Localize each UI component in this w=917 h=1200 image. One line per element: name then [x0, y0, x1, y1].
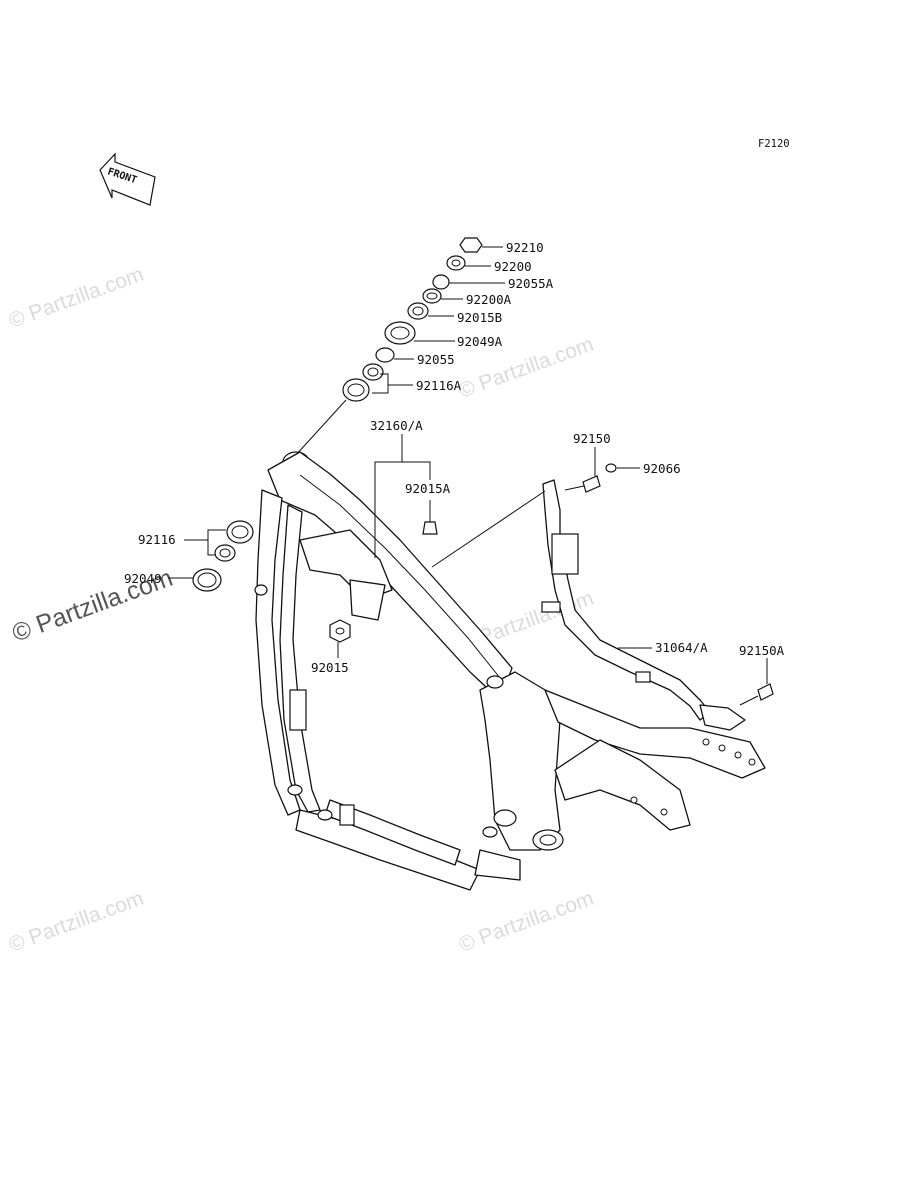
label-92150: 92150: [573, 431, 611, 446]
label-92116A: 92116A: [416, 378, 462, 393]
label-92116: 92116: [138, 532, 176, 547]
main-frame: [254, 451, 766, 891]
watermark: © Partzilla.com: [6, 263, 147, 333]
label-92015B: 92015B: [457, 310, 502, 325]
front-arrow-icon: FRONT: [99, 152, 156, 206]
watermark: © Partzilla.com: [456, 887, 597, 957]
watermark: © Partzilla.com: [6, 887, 147, 957]
frame-callouts: [329, 434, 438, 658]
label-92150A: 92150A: [739, 643, 785, 658]
label-92066: 92066: [643, 461, 681, 476]
watermark: © Partzilla.com: [460, 0, 601, 7]
label-92055A: 92055A: [508, 276, 554, 291]
label-92055: 92055: [417, 352, 455, 367]
part-labels: 92210 92200 92055A 92200A 92015B 92049A …: [124, 240, 785, 675]
label-32160A: 32160/A: [370, 418, 423, 433]
nut-92210: [459, 237, 483, 253]
label-92049: 92049: [124, 571, 162, 586]
label-92200A: 92200A: [466, 292, 512, 307]
label-92049A: 92049A: [457, 334, 503, 349]
label-92015: 92015: [311, 660, 349, 675]
label-31064A: 31064/A: [655, 640, 708, 655]
diagram-code: F2120: [758, 138, 790, 150]
steering-head-parts: [294, 237, 505, 457]
label-92200: 92200: [494, 259, 532, 274]
label-92015A: 92015A: [405, 481, 451, 496]
label-92210: 92210: [506, 240, 544, 255]
rear-subframe-31064A: [431, 447, 774, 731]
lower-steering-parts: [168, 520, 254, 592]
